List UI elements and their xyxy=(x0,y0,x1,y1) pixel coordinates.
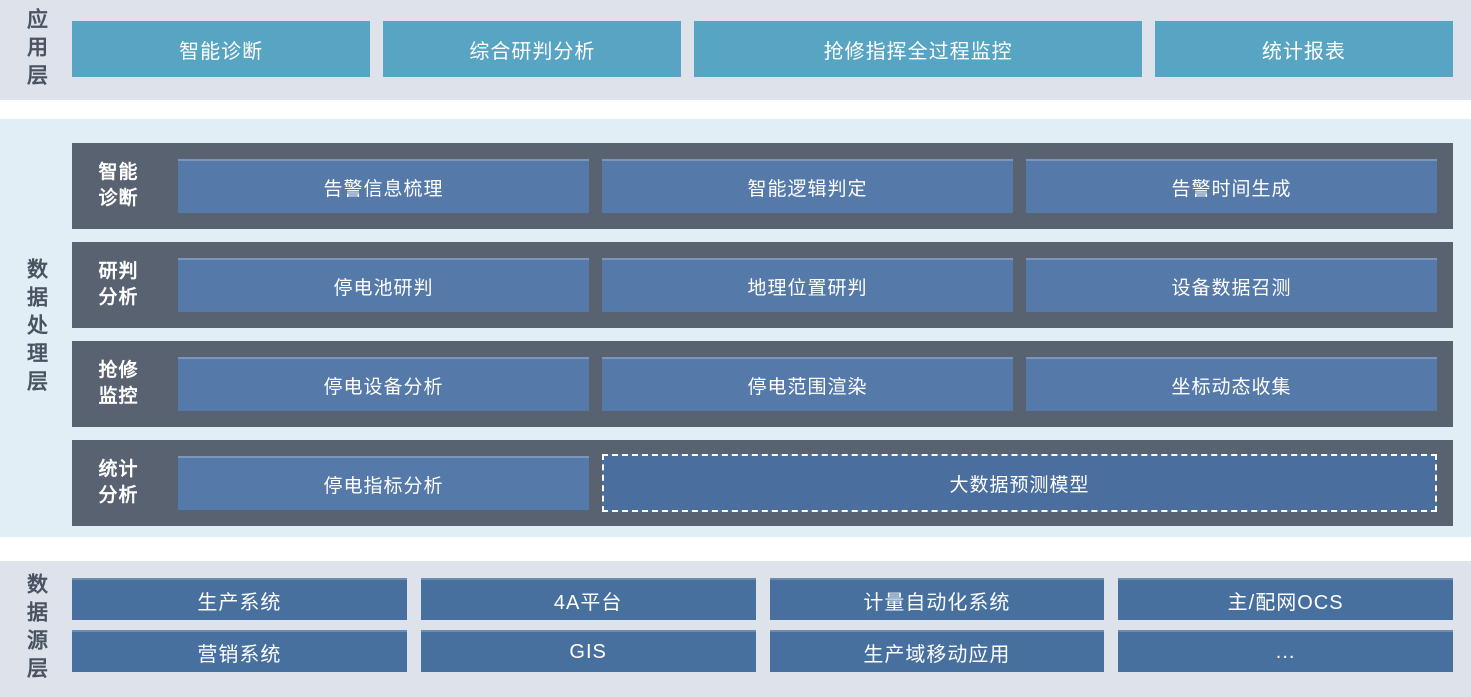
app-box-statistical-reports: 统计报表 xyxy=(1154,21,1453,77)
process-row-label: 抢修 监控 xyxy=(98,360,139,407)
source-box-production-system: 生产系统 xyxy=(72,578,407,620)
process-row-statistical-analysis: 统计 分析 停电指标分析 大数据预测模型 xyxy=(72,440,1453,526)
module-box-outage-battery-judgment: 停电池研判 xyxy=(178,258,589,312)
data-processing-layer-band: 数据处理层 智能 诊断 告警信息梳理 智能逻辑判定 告警时间生成 研判 分析 停… xyxy=(0,119,1471,537)
module-box-big-data-prediction-model: 大数据预测模型 xyxy=(602,454,1437,512)
app-box-repair-command-monitoring: 抢修指挥全过程监控 xyxy=(694,21,1142,77)
source-box-ellipsis: ... xyxy=(1118,630,1453,672)
process-row-judgment-analysis: 研判 分析 停电池研判 地理位置研判 设备数据召测 xyxy=(72,242,1453,328)
source-box-production-mobile-app: 生产域移动应用 xyxy=(769,630,1105,672)
process-row-label: 智能 诊断 xyxy=(98,162,139,209)
module-box-alarm-info-sorting: 告警信息梳理 xyxy=(178,159,589,213)
data-processing-layer-label: 数据处理层 xyxy=(24,258,48,398)
app-box-intelligent-diagnosis: 智能诊断 xyxy=(72,21,371,77)
process-row-repair-monitoring: 抢修 监控 停电设备分析 停电范围渲染 坐标动态收集 xyxy=(72,341,1453,427)
app-box-comprehensive-analysis: 综合研判分析 xyxy=(383,21,682,77)
module-box-device-data-telemetry: 设备数据召测 xyxy=(1026,258,1437,312)
module-box-geographic-location-judgment: 地理位置研判 xyxy=(602,258,1013,312)
application-layer-band: 应用层 智能诊断 综合研判分析 抢修指挥全过程监控 统计报表 xyxy=(0,0,1471,100)
data-source-layer-label: 数据源层 xyxy=(24,573,48,685)
source-box-gis: GIS xyxy=(420,630,756,672)
source-box-4a-platform: 4A平台 xyxy=(420,578,756,620)
source-grid: 生产系统 4A平台 计量自动化系统 主/配网OCS 营销系统 GIS 生产域移动… xyxy=(72,561,1471,697)
data-processing-layer-gutter: 数据处理层 xyxy=(0,119,72,537)
band-separator xyxy=(0,537,1471,561)
module-box-alarm-time-generation: 告警时间生成 xyxy=(1026,159,1437,213)
process-rows: 智能 诊断 告警信息梳理 智能逻辑判定 告警时间生成 研判 分析 停电池研判 地… xyxy=(72,119,1471,537)
process-row-label: 统计 分析 xyxy=(98,459,139,506)
source-box-main-distribution-ocs: 主/配网OCS xyxy=(1118,578,1453,620)
band-separator xyxy=(0,100,1471,119)
module-box-outage-range-rendering: 停电范围渲染 xyxy=(602,357,1013,411)
application-layer-gutter: 应用层 xyxy=(0,0,72,100)
module-box-coordinate-dynamic-collection: 坐标动态收集 xyxy=(1026,357,1437,411)
process-row-intelligent-diagnosis: 智能 诊断 告警信息梳理 智能逻辑判定 告警时间生成 xyxy=(72,143,1453,229)
process-row-label: 研判 分析 xyxy=(98,261,139,308)
source-box-metering-automation-system: 计量自动化系统 xyxy=(769,578,1105,620)
application-buttons-row: 智能诊断 综合研判分析 抢修指挥全过程监控 统计报表 xyxy=(72,0,1471,100)
application-layer-label: 应用层 xyxy=(24,8,48,92)
module-box-outage-device-analysis: 停电设备分析 xyxy=(178,357,589,411)
data-source-layer-band: 数据源层 生产系统 4A平台 计量自动化系统 主/配网OCS 营销系统 GIS … xyxy=(0,561,1471,697)
source-box-marketing-system: 营销系统 xyxy=(72,630,407,672)
data-source-layer-gutter: 数据源层 xyxy=(0,561,72,697)
module-box-outage-indicator-analysis: 停电指标分析 xyxy=(178,456,589,510)
module-box-intelligent-logic-judgment: 智能逻辑判定 xyxy=(602,159,1013,213)
